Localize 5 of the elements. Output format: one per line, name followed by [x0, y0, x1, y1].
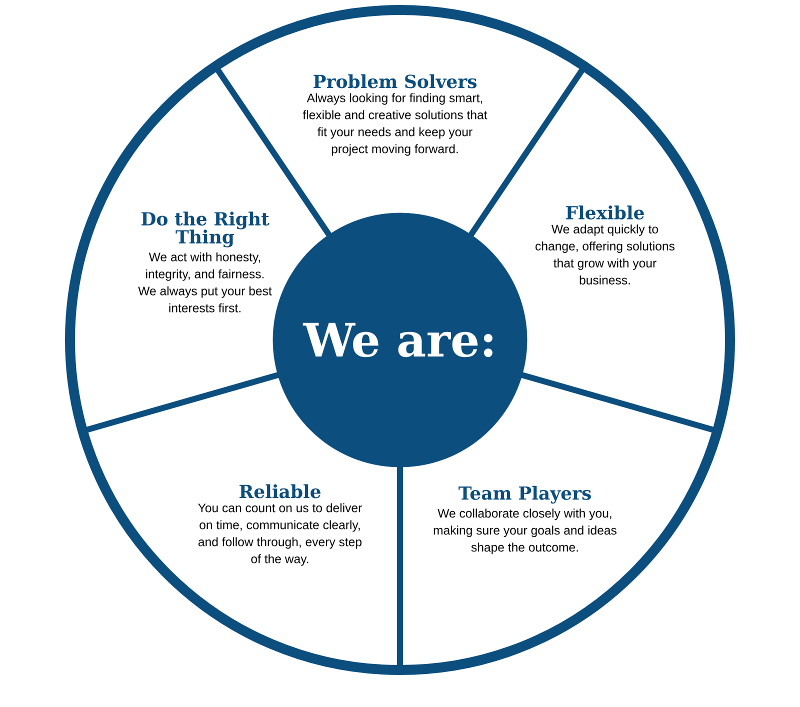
segment-text: Reliable You can count on us to deliver on time, communicate clearly, and follow through, every step of the way. [198, 484, 362, 566]
segment-text: Flexible We adapt quickly to change, offering solutions that grow with your business. [536, 206, 675, 284]
segment-text: Team Players We collaborate closely with you, making sure your goals and ideas shape the outcome. [434, 486, 616, 554]
segment-text: Do the Right Thing We act with honesty, integrity, and fairness. We always put your best interests first. [138, 212, 272, 312]
segment-text: Problem Solvers Always looking for finding smart, flexible and creative solutions that fit your needs and keep your project moving forward. [302, 74, 488, 156]
